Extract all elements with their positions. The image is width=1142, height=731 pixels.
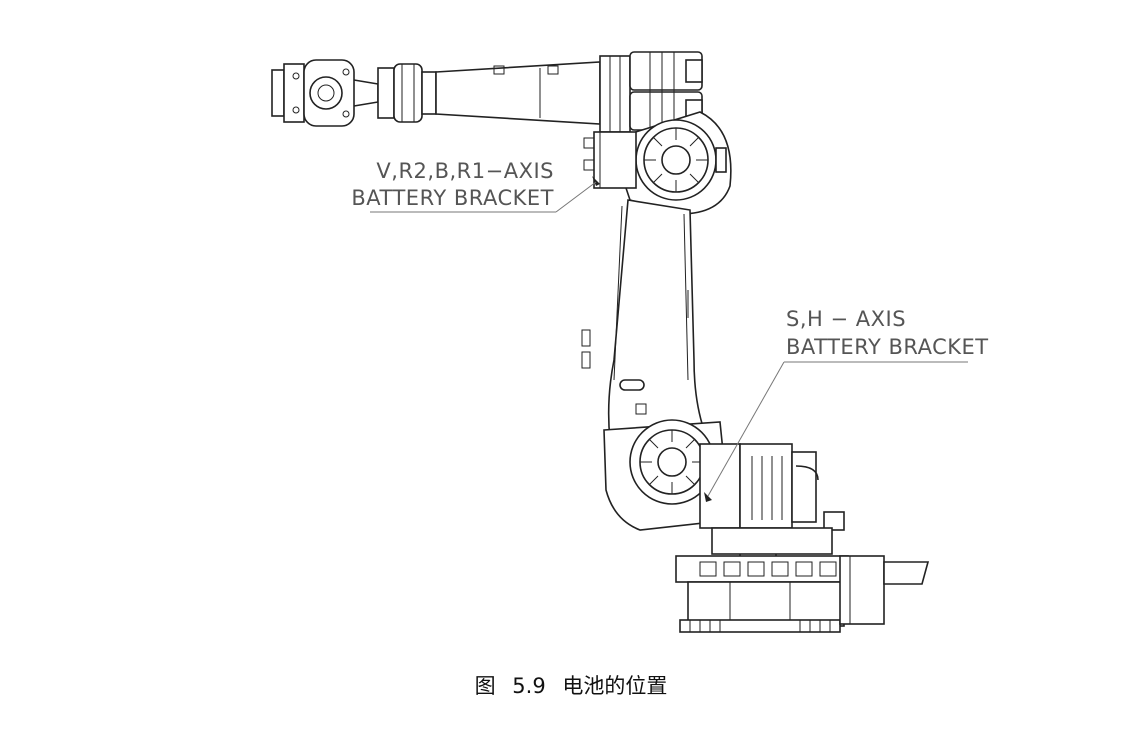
caption-text: 电池的位置 <box>562 674 668 698</box>
upper-battery-bracket <box>583 131 637 189</box>
upper-callout-line1: V,R2,B,R1−AXIS <box>376 159 554 183</box>
lower-battery-bracket <box>699 443 845 559</box>
caption-number: 5.9 <box>512 674 546 698</box>
lower-arm <box>581 199 706 441</box>
lower-callout-line2: BATTERY BRACKET <box>786 335 989 359</box>
lower-callout-line1: S,H − AXIS <box>786 307 906 331</box>
caption-label: 图 <box>474 674 496 698</box>
upper-callout-line2: BATTERY BRACKET <box>351 186 554 210</box>
wrist-assembly <box>271 59 437 127</box>
forearm <box>435 55 631 133</box>
figure-caption: 图 5.9 电池的位置 <box>0 670 1142 700</box>
upper-callout: V,R2,B,R1−AXIS BATTERY BRACKET <box>351 159 597 213</box>
elbow-joint <box>608 111 732 215</box>
robot-base <box>675 527 930 633</box>
lower-callout: S,H − AXIS BATTERY BRACKET <box>707 307 989 497</box>
